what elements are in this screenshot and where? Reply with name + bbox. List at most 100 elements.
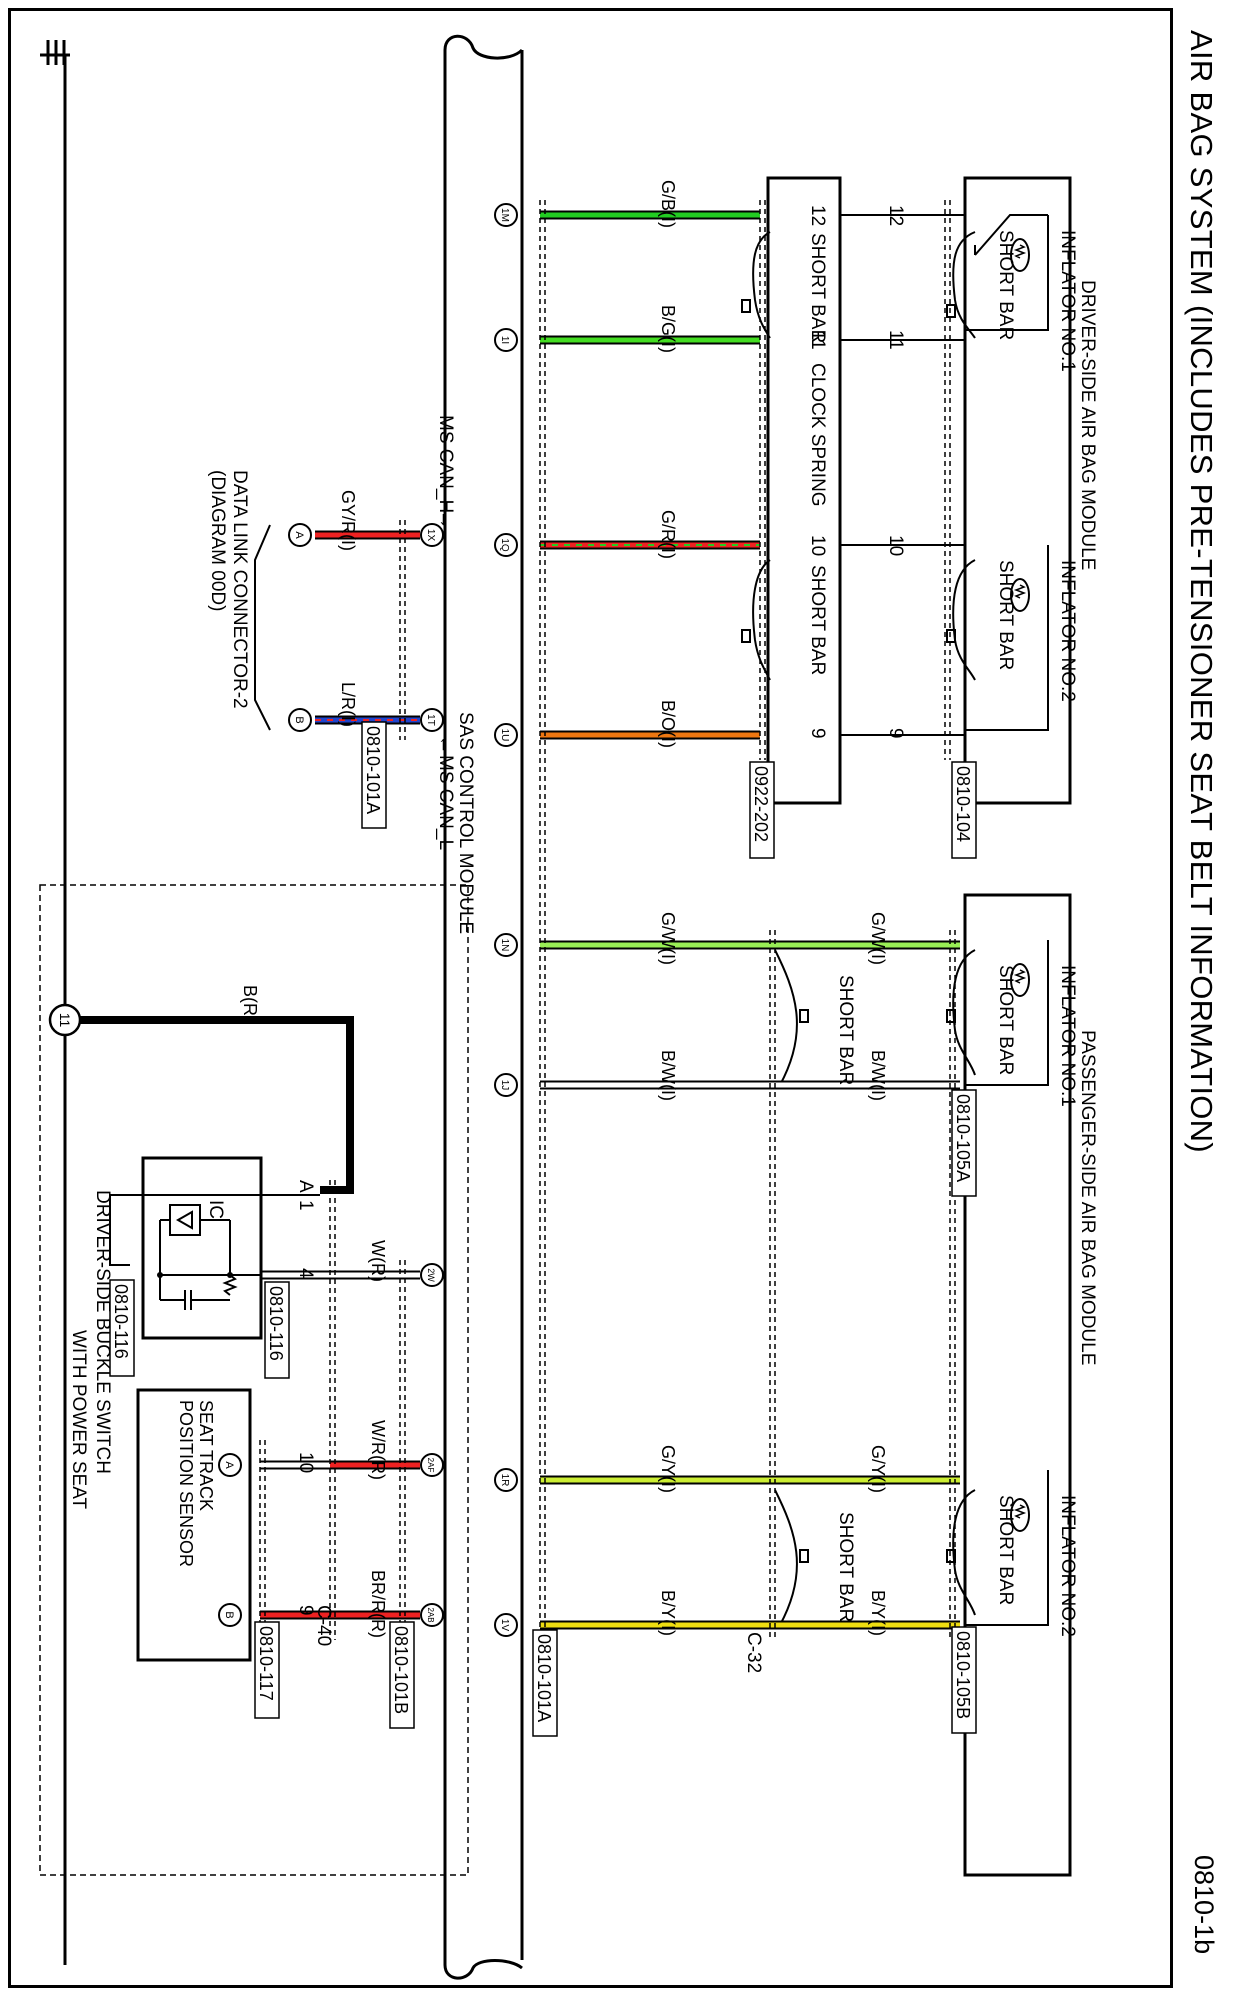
- driver-short-bar-2: SHORT BAR: [995, 560, 1016, 670]
- connector-dashes: [539, 200, 956, 1640]
- clock-spring-short-bars: [741, 231, 771, 681]
- svg-text:0810-116: 0810-116: [266, 1286, 286, 1361]
- zigzag-2: [1013, 584, 1027, 599]
- data-link-pins: [288, 523, 312, 732]
- svg-text:0810-117: 0810-117: [256, 1626, 276, 1701]
- c32-label: C-32: [743, 1632, 764, 1673]
- ref-0810-116-a: 0810-116: [264, 1281, 290, 1379]
- driver-inflator1-label: INFLATOR NO.1: [1057, 230, 1078, 372]
- can-connector-dashes: [399, 520, 406, 740]
- driver-airbag-title: DRIVER-SIDE AIR BAG MODULE: [1077, 280, 1098, 570]
- driver-pin-9: 9: [885, 728, 906, 739]
- seat-track-pin-a: A: [223, 1461, 235, 1469]
- passenger-inflator2-label: INFLATOR NO.2: [1057, 1495, 1078, 1637]
- seat-wire-wr-label: W/R(R): [368, 1420, 388, 1480]
- buckle-wire-wr-label: W(R): [368, 1240, 388, 1282]
- ms-can-l-arrow: ←: [435, 735, 456, 754]
- driver-inflator2-label: INFLATOR NO.2: [1057, 560, 1078, 702]
- term-1j: 1J: [499, 1080, 510, 1091]
- c32-wire-bw-label: B/W(I): [658, 1050, 678, 1101]
- ground-node-label: 11: [57, 1013, 73, 1028]
- zigzag-4: [1013, 1504, 1027, 1519]
- term-1m: 1M: [499, 208, 510, 222]
- sas-module-label: SAS CONTROL MODULE: [455, 712, 476, 934]
- term-2w: 2W: [426, 1268, 436, 1282]
- term-1v: 1V: [499, 1619, 510, 1632]
- c32-short-bar-2: SHORT BAR: [835, 1512, 856, 1622]
- passenger-airbag-title: PASSENGER-SIDE AIR BAG MODULE: [1077, 1030, 1098, 1365]
- driver-short-bars: [952, 231, 976, 681]
- driver-wire-gb-label: G/B(I): [658, 180, 678, 228]
- ic-nodes: [157, 1272, 233, 1278]
- term-1u: 1U: [499, 729, 510, 742]
- seat-track-connector: C-40: [313, 1605, 334, 1646]
- ms-can-h-label: MS CAN_H: [435, 415, 456, 513]
- seat-track-pin-b: B: [223, 1611, 235, 1618]
- term-2af: 2AF: [426, 1458, 435, 1473]
- svg-text:0810-105A: 0810-105A: [953, 1094, 973, 1182]
- ic-circuit: [159, 1204, 260, 1310]
- ref-0810-105b: 0810-105B: [951, 1626, 977, 1734]
- seat-track-pin-10: 10: [295, 1452, 316, 1473]
- term-1i: 1I: [499, 336, 510, 344]
- buckle-pin-a: A: [295, 1180, 316, 1193]
- term-1n: 1N: [499, 939, 510, 952]
- sas-module-body: [443, 34, 524, 1980]
- data-link-pin-b: B: [293, 716, 305, 723]
- c32-short-bars: [774, 949, 809, 1626]
- svg-text:0922-202: 0922-202: [751, 766, 771, 842]
- driver-inflator1: [946, 214, 1049, 331]
- ref-0810-116-b: 0810-116: [109, 1279, 135, 1377]
- data-link-bracket: [254, 524, 271, 731]
- driver-pin-11: 11: [885, 330, 906, 350]
- svg-text:0810-101A: 0810-101A: [534, 1634, 554, 1722]
- svg-text:0810-116: 0810-116: [111, 1284, 131, 1359]
- can-wire-gyr-label: GY/R(I): [338, 490, 358, 551]
- term-1r: 1R: [499, 1474, 510, 1487]
- zigzag-1: [1013, 244, 1027, 259]
- sas-terminals: [420, 203, 518, 1637]
- buckle-wire-br: [75, 1016, 354, 1194]
- buckle-switch-box: [141, 1156, 263, 1340]
- ref-0810-101a-bottom: 0810-101A: [532, 1629, 558, 1737]
- driver-pin-10: 10: [885, 535, 906, 556]
- term-2ab: 2AB: [426, 1607, 435, 1622]
- ref-0810-101b: 0810-101B: [389, 1621, 415, 1729]
- pass-wire-gy-label: G/Y(I): [868, 1445, 888, 1493]
- svg-text:0810-101A: 0810-101A: [363, 726, 383, 814]
- clock-pin-11: 11: [807, 330, 828, 350]
- can-wire-lr-label: L/R(I): [338, 682, 358, 727]
- zigzag-3: [1013, 969, 1027, 984]
- driver-pin-12: 12: [885, 205, 906, 226]
- ic-label: IC: [205, 1200, 226, 1219]
- ground-symbol: [40, 40, 70, 65]
- ground-node-11: [48, 1003, 82, 1037]
- driver-wire-gr-label: G/R(I): [658, 510, 678, 559]
- c32-short-bar-1: SHORT BAR: [835, 975, 856, 1085]
- driver-short-bar-1: SHORT BAR: [995, 230, 1016, 340]
- seat-track-label-2: POSITION SENSOR: [176, 1400, 196, 1567]
- ref-0810-101a-can: 0810-101A: [361, 721, 387, 829]
- buckle-switch-label: DRIVER-SIDE BUCKLE SWITCH: [92, 1190, 113, 1474]
- data-link-diagram: (DIAGRAM 00D): [207, 470, 228, 611]
- driver-wire-bo-label: B/O(I): [658, 700, 678, 748]
- data-link-pin-a: A: [293, 531, 305, 539]
- pass-wire-gw-label: G/W(I): [868, 912, 888, 965]
- buckle-wire-br-label: B(R): [240, 985, 260, 1022]
- passenger-airbag-module-box: [963, 893, 1072, 1877]
- clock-spring-box: [766, 176, 842, 805]
- diagram-frame: [8, 8, 1173, 1988]
- buckle-pin-4: 4: [295, 1268, 316, 1279]
- c32-wire-gy-label: G/Y(I): [658, 1445, 678, 1493]
- seat-track-label-1: SEAT TRACK: [196, 1400, 216, 1511]
- term-1t: 1T: [425, 714, 436, 726]
- pass-wire-bw-label: B/W(I): [868, 1050, 888, 1101]
- driver-wire-bg-label: B/G(I): [658, 305, 678, 353]
- power-seat-label: WITH POWER SEAT: [68, 1330, 89, 1509]
- ref-0922-202: 0922-202: [749, 761, 775, 859]
- svg-text:0810-105B: 0810-105B: [953, 1631, 973, 1719]
- ms-can-h-arrow: →: [435, 510, 456, 529]
- seat-track-pin-9: 9: [295, 1605, 316, 1616]
- c32-wire-by-label: B/Y(I): [658, 1590, 678, 1636]
- seat-connector-dashes: [259, 1180, 406, 1640]
